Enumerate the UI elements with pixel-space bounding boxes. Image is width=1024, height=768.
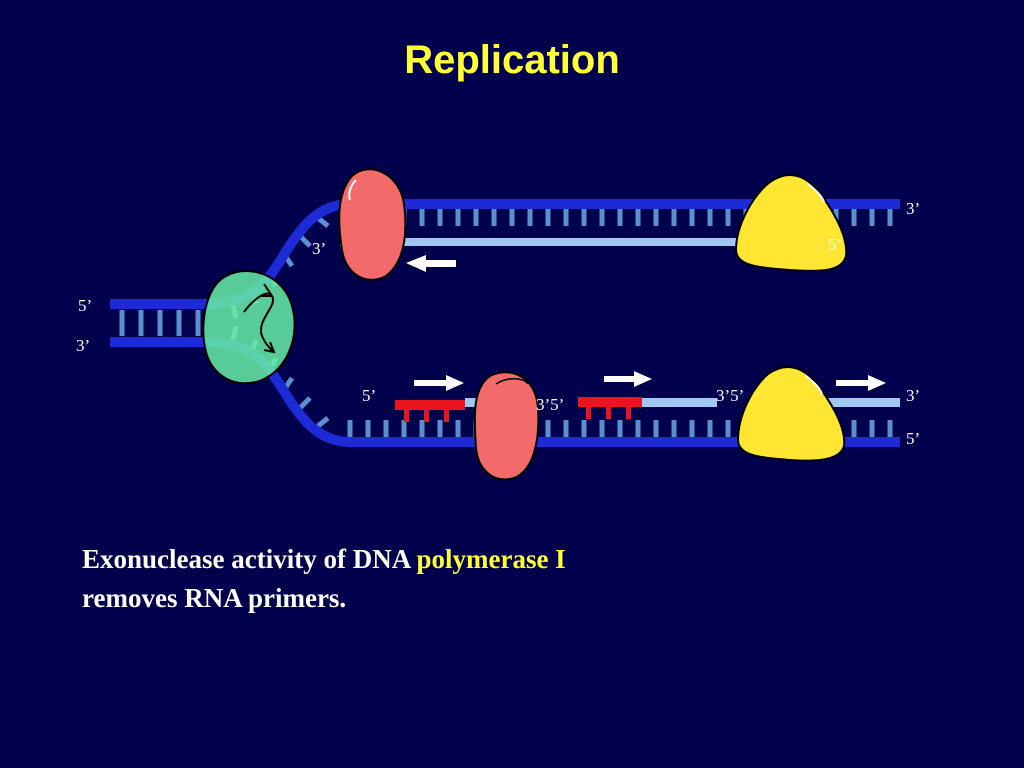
label-lagging-3-end: 3’ <box>906 386 920 405</box>
primase-top-icon <box>338 168 407 281</box>
caption-text-1: Exonuclease activity of DNA <box>82 544 417 574</box>
arrow-right-icon-2 <box>604 371 652 387</box>
polymerase-i-icon <box>473 371 540 481</box>
caption-highlight: polymerase I <box>416 544 566 574</box>
label-top-primer-3: 3’ <box>312 239 326 258</box>
lagging-new-strand-3 <box>810 398 900 407</box>
label-parent-5: 5’ <box>78 296 92 315</box>
helicase-icon <box>202 270 296 385</box>
lagging-new-strand-2 <box>642 398 717 407</box>
arrow-right-icon-1 <box>414 375 464 391</box>
polymerase-iii-top-icon <box>734 173 848 272</box>
arrow-left-icon <box>406 255 456 272</box>
caption: Exonuclease activity of DNA polymerase I… <box>82 540 782 618</box>
arrow-right-icon-3 <box>836 375 886 391</box>
label-top-primer-5: 5’ <box>828 235 842 254</box>
rna-primer-lagging-1 <box>395 400 465 422</box>
label-lagging-5: 5’ <box>362 386 376 405</box>
slide-title: Replication <box>404 38 620 82</box>
label-bottom-5: 5’ <box>906 429 920 448</box>
caption-text-2: removes RNA primers. <box>82 583 347 613</box>
label-parent-3: 3’ <box>76 336 90 355</box>
label-top-right-3: 3’ <box>906 199 920 218</box>
leading-new-strand <box>340 238 762 246</box>
parental-duplex-bases <box>119 310 201 336</box>
rna-primer-lagging-2 <box>578 397 642 419</box>
label-lagging-35-a: 3’5’ <box>536 395 564 414</box>
label-lagging-35-b: 3’5’ <box>716 386 744 405</box>
polymerase-iii-bottom-icon <box>736 365 846 462</box>
